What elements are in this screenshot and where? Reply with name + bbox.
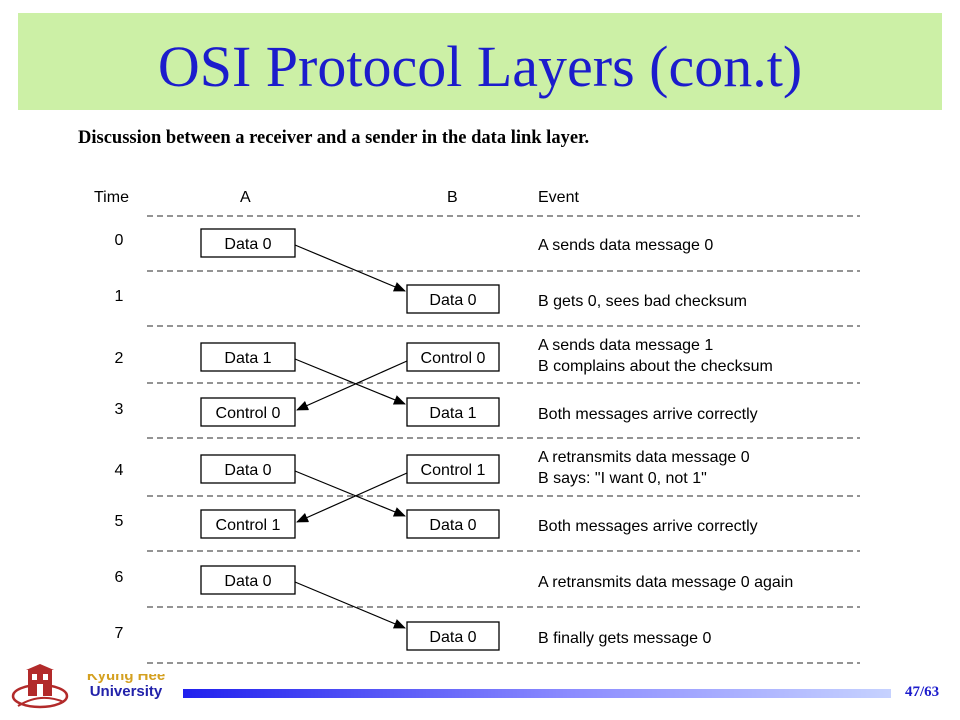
- message-label: Data 0: [429, 517, 476, 534]
- message-box-a: Control 0: [200, 397, 296, 427]
- header-event: Event: [538, 189, 579, 206]
- time-step-row: 5 Both messages arrive correctly: [115, 513, 758, 535]
- message-label: Control 0: [421, 350, 486, 367]
- event-description: B finally gets message 0: [538, 630, 712, 647]
- event-description: B says: "I want 0, not 1": [538, 470, 707, 487]
- message-arrow: [294, 581, 406, 629]
- message-box-frame: [200, 342, 296, 372]
- footer-bar: [183, 689, 891, 698]
- event-description: A sends data message 1: [538, 337, 713, 354]
- message-box-b: Control 0: [406, 342, 500, 372]
- page-number: 47/63: [905, 684, 940, 700]
- message-box-frame: [406, 342, 500, 372]
- message-box-frame: [200, 565, 296, 595]
- event-description: Both messages arrive correctly: [538, 406, 758, 423]
- message-box-b: Data 0: [406, 621, 500, 651]
- header-time: Time: [94, 189, 129, 206]
- time-step-row: 0 A sends data message 0: [115, 232, 714, 254]
- message-box-a: Data 0: [200, 228, 296, 258]
- time-step-row: 7 B finally gets message 0: [115, 625, 712, 647]
- time-step-number: 2: [115, 350, 124, 367]
- time-step-number: 7: [115, 625, 124, 642]
- message-box-b: Data 1: [406, 397, 500, 427]
- message-arrow: [296, 360, 408, 411]
- message-box-b: Data 0: [406, 284, 500, 314]
- event-description: Both messages arrive correctly: [538, 518, 758, 535]
- time-step-row: 4 A retransmits data message 0 B says: "I …: [115, 449, 750, 487]
- message-box-frame: [406, 509, 500, 539]
- message-label: Data 0: [224, 462, 271, 479]
- message-box-frame: [406, 621, 500, 651]
- time-step-number: 6: [115, 569, 124, 586]
- university-name: Kyung Hee University: [66, 674, 186, 700]
- time-step-row: 6 A retransmits data message 0 again: [115, 569, 794, 591]
- time-step-number: 1: [115, 288, 124, 305]
- message-box-frame: [200, 454, 296, 484]
- university-name-line2: University: [89, 683, 163, 700]
- header-a: A: [240, 189, 251, 206]
- header-b: B: [447, 189, 458, 206]
- slide-title: OSI Protocol Layers (con.t): [157, 34, 803, 99]
- message-box-a: Data 1: [200, 342, 296, 372]
- message-box-a: Data 0: [200, 454, 296, 484]
- message-box-a: Data 0: [200, 565, 296, 595]
- event-description: A retransmits data message 0: [538, 449, 750, 466]
- message-box-frame: [406, 284, 500, 314]
- message-label: Data 1: [224, 350, 271, 367]
- event-description: B complains about the checksum: [538, 358, 773, 375]
- message-box-a: Control 1: [200, 509, 296, 539]
- message-arrow: [294, 470, 406, 517]
- slide-subtitle: Discussion between a receiver and a send…: [78, 128, 590, 148]
- event-description: A retransmits data message 0 again: [538, 574, 793, 591]
- time-step-number: 0: [115, 232, 124, 249]
- message-label: Data 0: [224, 236, 271, 253]
- message-label: Data 1: [429, 405, 476, 422]
- message-box-b: Control 1: [406, 454, 500, 484]
- event-description: A sends data message 0: [538, 237, 713, 254]
- time-step-number: 5: [115, 513, 124, 530]
- message-box-frame: [200, 509, 296, 539]
- message-box-frame: [406, 454, 500, 484]
- message-label: Control 1: [216, 517, 281, 534]
- time-step-row: 3 Both messages arrive correctly: [115, 401, 758, 423]
- event-description: B gets 0, sees bad checksum: [538, 293, 747, 310]
- message-box-frame: [406, 397, 500, 427]
- message-box-frame: [200, 228, 296, 258]
- message-box-b: Data 0: [406, 509, 500, 539]
- message-label: Data 0: [429, 292, 476, 309]
- message-arrow: [296, 472, 408, 523]
- message-label: Control 1: [421, 462, 486, 479]
- message-label: Control 0: [216, 405, 281, 422]
- time-step-number: 4: [115, 462, 124, 479]
- message-label: Data 0: [224, 573, 271, 590]
- time-step-number: 3: [115, 401, 124, 418]
- message-label: Data 0: [429, 629, 476, 646]
- message-box-frame: [200, 397, 296, 427]
- time-step-row: 1 B gets 0, sees bad checksum: [115, 288, 747, 310]
- university-name-line1: Kyung Hee: [86, 674, 166, 683]
- message-arrow: [294, 244, 406, 292]
- message-arrow: [294, 358, 406, 405]
- time-step-row: 2 A sends data message 1 B complains about…: [115, 337, 773, 375]
- title-bar: OSI Protocol Layers (con.t): [18, 13, 942, 110]
- university-logo: [10, 662, 72, 719]
